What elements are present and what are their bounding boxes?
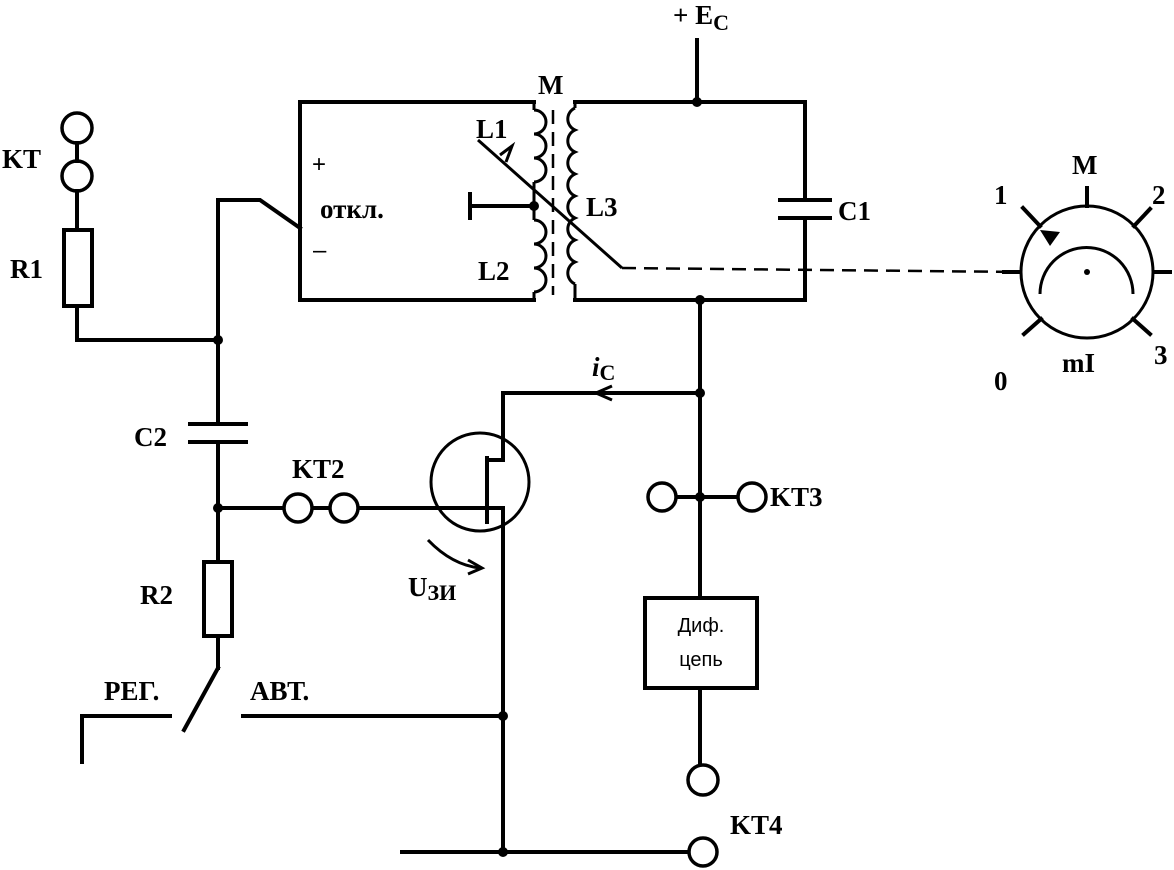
- kt2-terminal-left[interactable]: [282, 492, 314, 524]
- meter-linkage: [621, 266, 1021, 274]
- c2-label: C2: [134, 422, 167, 452]
- supply-label: + EC: [673, 0, 729, 35]
- l1-label: L1: [476, 114, 508, 144]
- l2-label: L2: [478, 256, 510, 286]
- coil-l1-l2: [533, 108, 548, 294]
- kt3-terminal-left[interactable]: [646, 481, 678, 513]
- fet-transistor: [429, 431, 531, 533]
- meter-scale-arc: [1038, 246, 1135, 295]
- minus-sign: –: [313, 237, 327, 264]
- current-arrow: [592, 384, 613, 402]
- reg-label: РЕГ.: [104, 676, 159, 706]
- r2-label: R2: [140, 580, 173, 610]
- meter-scale-2: 2: [1152, 180, 1166, 210]
- tank-right-loop: [573, 100, 807, 302]
- meter-scale-1: 1: [994, 180, 1008, 210]
- meter-scale-0: 0: [994, 366, 1008, 396]
- kt3-label: KT3: [770, 482, 823, 512]
- diff-chain-line2: цепь: [679, 649, 723, 671]
- meter-unit: mI: [1062, 348, 1095, 378]
- off-switch[interactable]: [216, 198, 303, 342]
- r1-label: R1: [10, 254, 43, 284]
- kt4-label: KT4: [730, 810, 783, 840]
- meter-pointer: [1040, 230, 1060, 246]
- coupling-arrow: [477, 138, 623, 270]
- meter-scale-3: 3: [1154, 340, 1168, 370]
- coil-l3: [566, 106, 579, 286]
- plus-sign: +: [312, 151, 326, 178]
- kt-terminal-top[interactable]: [60, 111, 94, 145]
- kt3-terminal-right[interactable]: [736, 481, 768, 513]
- diff-chain-line1: Диф.: [678, 615, 725, 637]
- auto-label: АВТ.: [250, 676, 309, 706]
- drain-wire: [501, 391, 702, 462]
- diff-chain-box: [643, 596, 759, 690]
- resistor-r1: [62, 228, 94, 308]
- ugs-arrow: [426, 538, 481, 570]
- tank-left-loop: [298, 100, 536, 302]
- resistor-r2: [202, 560, 234, 638]
- mode-switch[interactable]: [181, 665, 221, 733]
- kt2-terminal-right[interactable]: [328, 492, 360, 524]
- gate-voltage-label: UЗИ: [408, 572, 456, 605]
- mutual-label: M: [538, 70, 563, 100]
- kt-label: KT: [2, 144, 41, 174]
- drain-current-label: iC: [592, 352, 615, 385]
- kt-terminal-bottom[interactable]: [60, 159, 94, 193]
- kt4-terminal-bottom[interactable]: [687, 836, 719, 868]
- kt4-terminal-top[interactable]: [686, 763, 720, 797]
- kt2-label: KT2: [292, 454, 345, 484]
- meter-title: M: [1072, 150, 1097, 180]
- l3-label: L3: [586, 192, 618, 222]
- switch-off-label: откл.: [320, 194, 384, 224]
- c1-label: C1: [838, 196, 871, 226]
